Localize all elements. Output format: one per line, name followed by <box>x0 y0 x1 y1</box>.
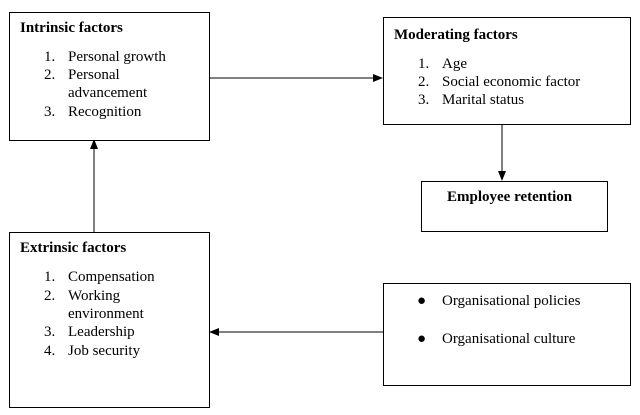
intrinsic-item-1-number: 1. <box>44 49 56 65</box>
moderating-item-2-label: Social economic factor <box>442 74 581 90</box>
intrinsic-factors-title: Intrinsic factors <box>20 20 123 36</box>
extrinsic-item-4-label: Job security <box>68 343 141 359</box>
moderating-item-3-number: 3. <box>418 92 430 108</box>
intrinsic-item-3-number: 3. <box>44 104 56 120</box>
extrinsic-item-2-label-line-1: Working <box>68 288 121 304</box>
extrinsic-item-1-number: 1. <box>44 269 56 285</box>
organisational-bullet-1-label: Organisational policies <box>442 293 581 309</box>
extrinsic-item-3-number: 3. <box>44 324 56 340</box>
extrinsic-item-3-label: Leadership <box>68 324 135 340</box>
organisational-bullet-2-label: Organisational culture <box>442 331 576 347</box>
extrinsic-item-1-label: Compensation <box>68 269 155 285</box>
moderating-item-3-label: Marital status <box>442 92 525 108</box>
extrinsic-factors-title: Extrinsic factors <box>20 240 127 256</box>
moderating-factors-box: Moderating factors 1. Age 2. Social econ… <box>383 17 631 125</box>
extrinsic-item-4-number: 4. <box>44 343 56 359</box>
organisational-factors-box: ● Organisational policies ● Organisation… <box>383 283 631 386</box>
bullet-dot-icon: ● <box>417 331 427 347</box>
employee-retention-title: Employee retention <box>447 189 573 205</box>
moderating-item-1-label: Age <box>442 56 467 72</box>
moderating-factors-title: Moderating factors <box>394 27 518 43</box>
bullet-dot-icon: ● <box>417 293 427 309</box>
intrinsic-item-2-label-line-2: advancement <box>68 85 148 101</box>
intrinsic-item-2-number: 2. <box>44 67 56 83</box>
intrinsic-factors-box: Intrinsic factors 1. Personal growth 2. … <box>9 12 210 141</box>
intrinsic-item-1-label: Personal growth <box>68 49 166 65</box>
intrinsic-item-2-label-line-1: Personal <box>68 67 120 83</box>
extrinsic-item-2-number: 2. <box>44 288 56 304</box>
employee-retention-box: Employee retention <box>421 181 608 232</box>
extrinsic-factors-box: Extrinsic factors 1. Compensation 2. Wor… <box>9 232 210 408</box>
moderating-item-1-number: 1. <box>418 56 430 72</box>
moderating-item-2-number: 2. <box>418 74 430 90</box>
extrinsic-item-2-label-line-2: environment <box>68 306 144 322</box>
intrinsic-item-3-label: Recognition <box>68 104 142 120</box>
